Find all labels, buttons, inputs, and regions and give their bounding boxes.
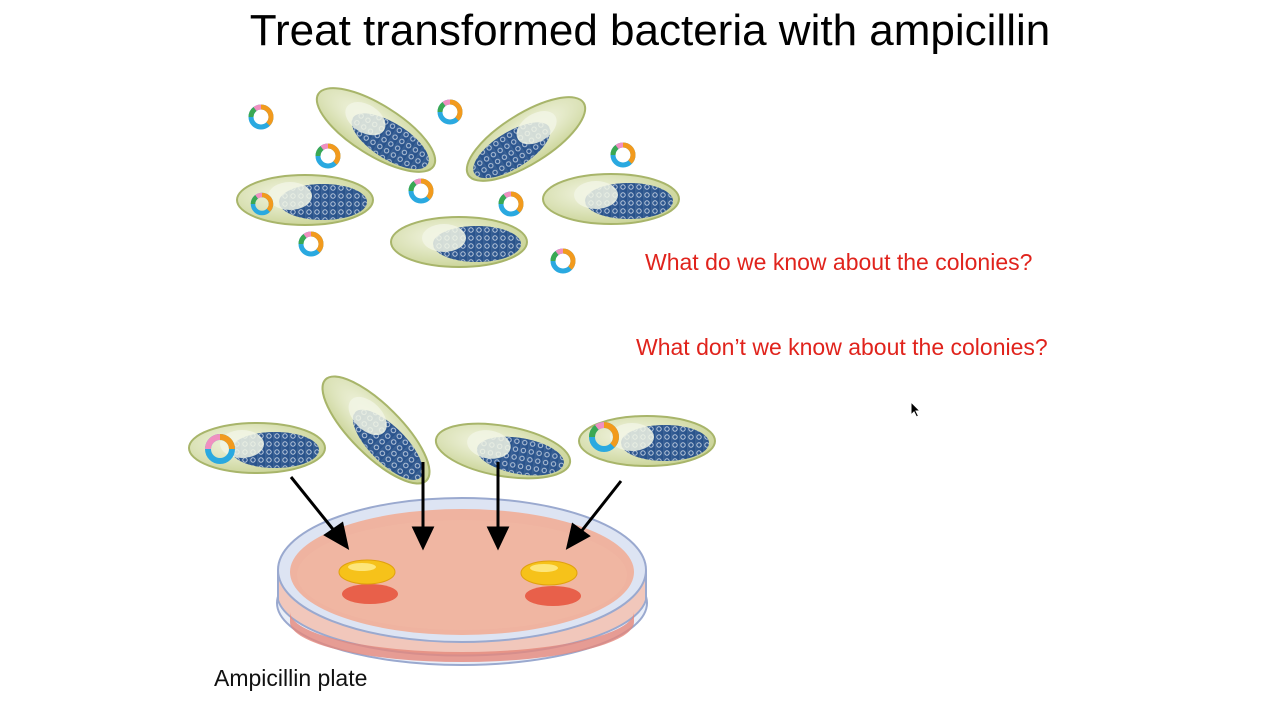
plasmid-icon [613, 145, 633, 165]
mouse-cursor-icon [910, 401, 922, 418]
plasmid-icon [301, 234, 321, 254]
ampicillin-plate [276, 497, 648, 666]
bacterium [430, 413, 576, 489]
plate-label: Ampicillin plate [214, 665, 368, 691]
question-known: What do we know about the colonies? [645, 249, 1033, 275]
arrows [289, 462, 623, 551]
plasmid-icon [501, 194, 521, 214]
plasmid-icon [251, 107, 271, 127]
plasmid-icon [553, 251, 573, 271]
bacterium [390, 216, 528, 268]
colony [520, 560, 581, 606]
slide-title: Treat transformed bacteria with ampicill… [249, 6, 1051, 55]
plasmid-icon [440, 102, 460, 122]
bacterium [304, 71, 448, 189]
colony [338, 559, 398, 604]
bacterium [542, 173, 680, 225]
bacterium [236, 174, 374, 226]
question-unknown: What don’t we know about the colonies? [636, 334, 1048, 360]
plasmid-icon [318, 146, 338, 166]
plasmid-icon [411, 181, 431, 201]
